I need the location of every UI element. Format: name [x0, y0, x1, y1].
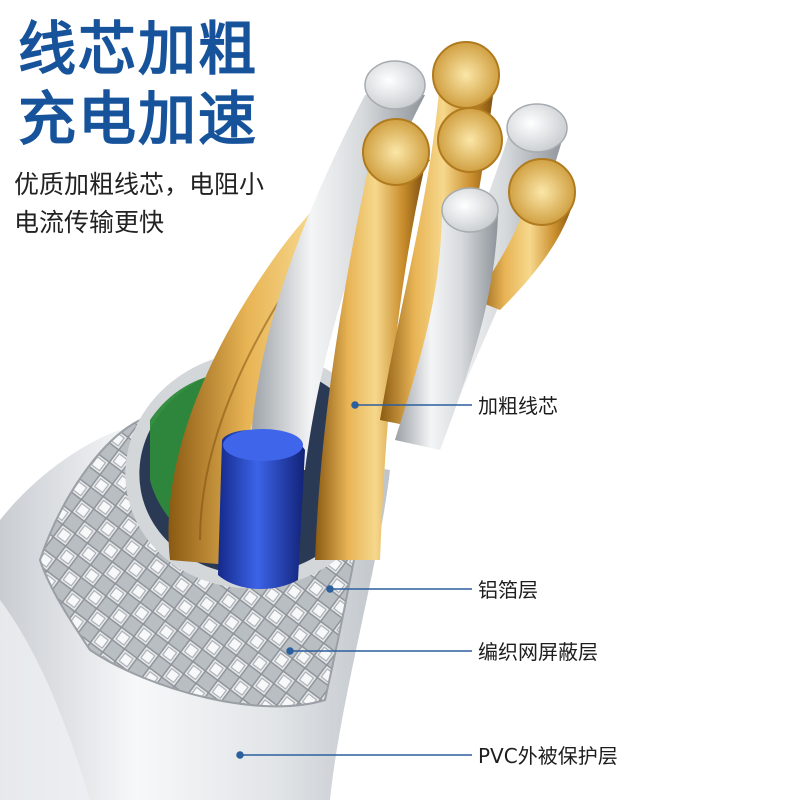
headline: 线芯加粗 充电加速	[18, 14, 258, 154]
blue-insulation-core	[218, 429, 305, 590]
callout-label-foil: 铝箔层	[478, 578, 538, 602]
subtext-line-1: 优质加粗线芯，电阻小	[14, 170, 265, 199]
copper-core-right	[475, 158, 576, 310]
silver-core-top	[250, 60, 426, 470]
headline-line-1: 线芯加粗	[18, 15, 259, 83]
subtext: 优质加粗线芯，电阻小 电流传输更快	[14, 166, 264, 242]
copper-core-top-right	[380, 41, 503, 430]
callout-label-core: 加粗线芯	[478, 394, 558, 418]
silver-core-front	[395, 187, 499, 450]
subtext-line-2: 电流传输更快	[14, 208, 165, 237]
callout-label-jacket: PVC外被保护层	[478, 744, 618, 768]
callout-label-braid: 编织网屏蔽层	[478, 640, 598, 664]
copper-core-center	[315, 118, 430, 560]
callout-lines	[236, 401, 472, 759]
headline-line-2: 充电加速	[18, 85, 259, 153]
